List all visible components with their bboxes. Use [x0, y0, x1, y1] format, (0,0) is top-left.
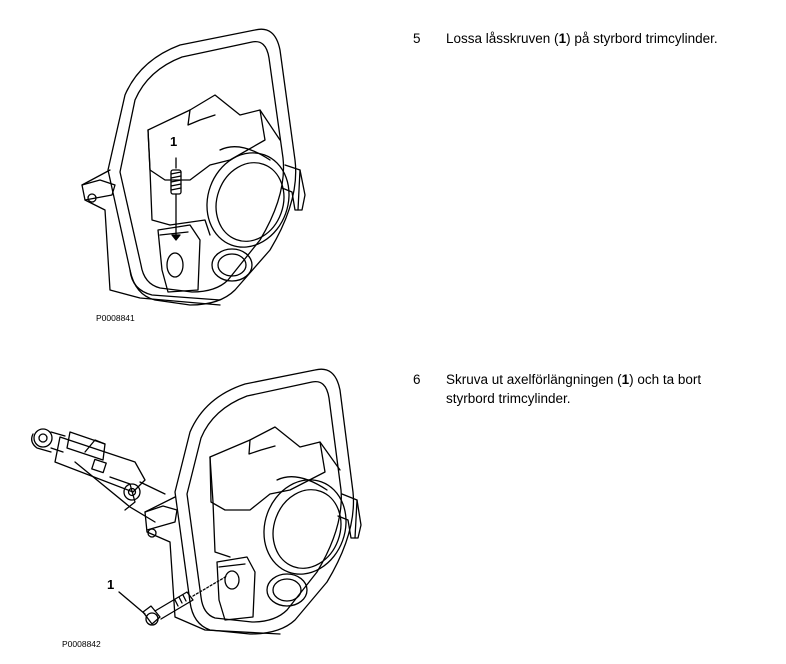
figure-2-callout: 1 — [107, 577, 115, 592]
step-text-before: Skruva ut axelförlängningen ( — [446, 372, 622, 387]
step-text-after: ) på styrbord trimcylinder. — [566, 31, 718, 46]
step-text-before: Lossa låsskruven ( — [446, 31, 559, 46]
figure-1-callout: 1 — [170, 134, 178, 149]
step-text-after: ) och ta bort styrbord trimcylinder. — [446, 372, 702, 406]
illustration-lock-screw — [70, 20, 330, 320]
step-instruction: Lossa låsskruven (1) på styrbord trimcyl… — [446, 29, 776, 48]
step-number: 5 — [413, 31, 421, 46]
step-reference: 1 — [558, 31, 567, 46]
step-instruction: Skruva ut axelförlängningen (1) och ta b… — [446, 370, 746, 408]
figure-2-code: P0008842 — [62, 639, 101, 649]
figure-1-code: P0008841 — [96, 313, 135, 323]
illustration-trim-cylinder-removal — [15, 362, 375, 644]
step-number: 6 — [413, 372, 421, 387]
step-reference: 1 — [621, 372, 630, 387]
